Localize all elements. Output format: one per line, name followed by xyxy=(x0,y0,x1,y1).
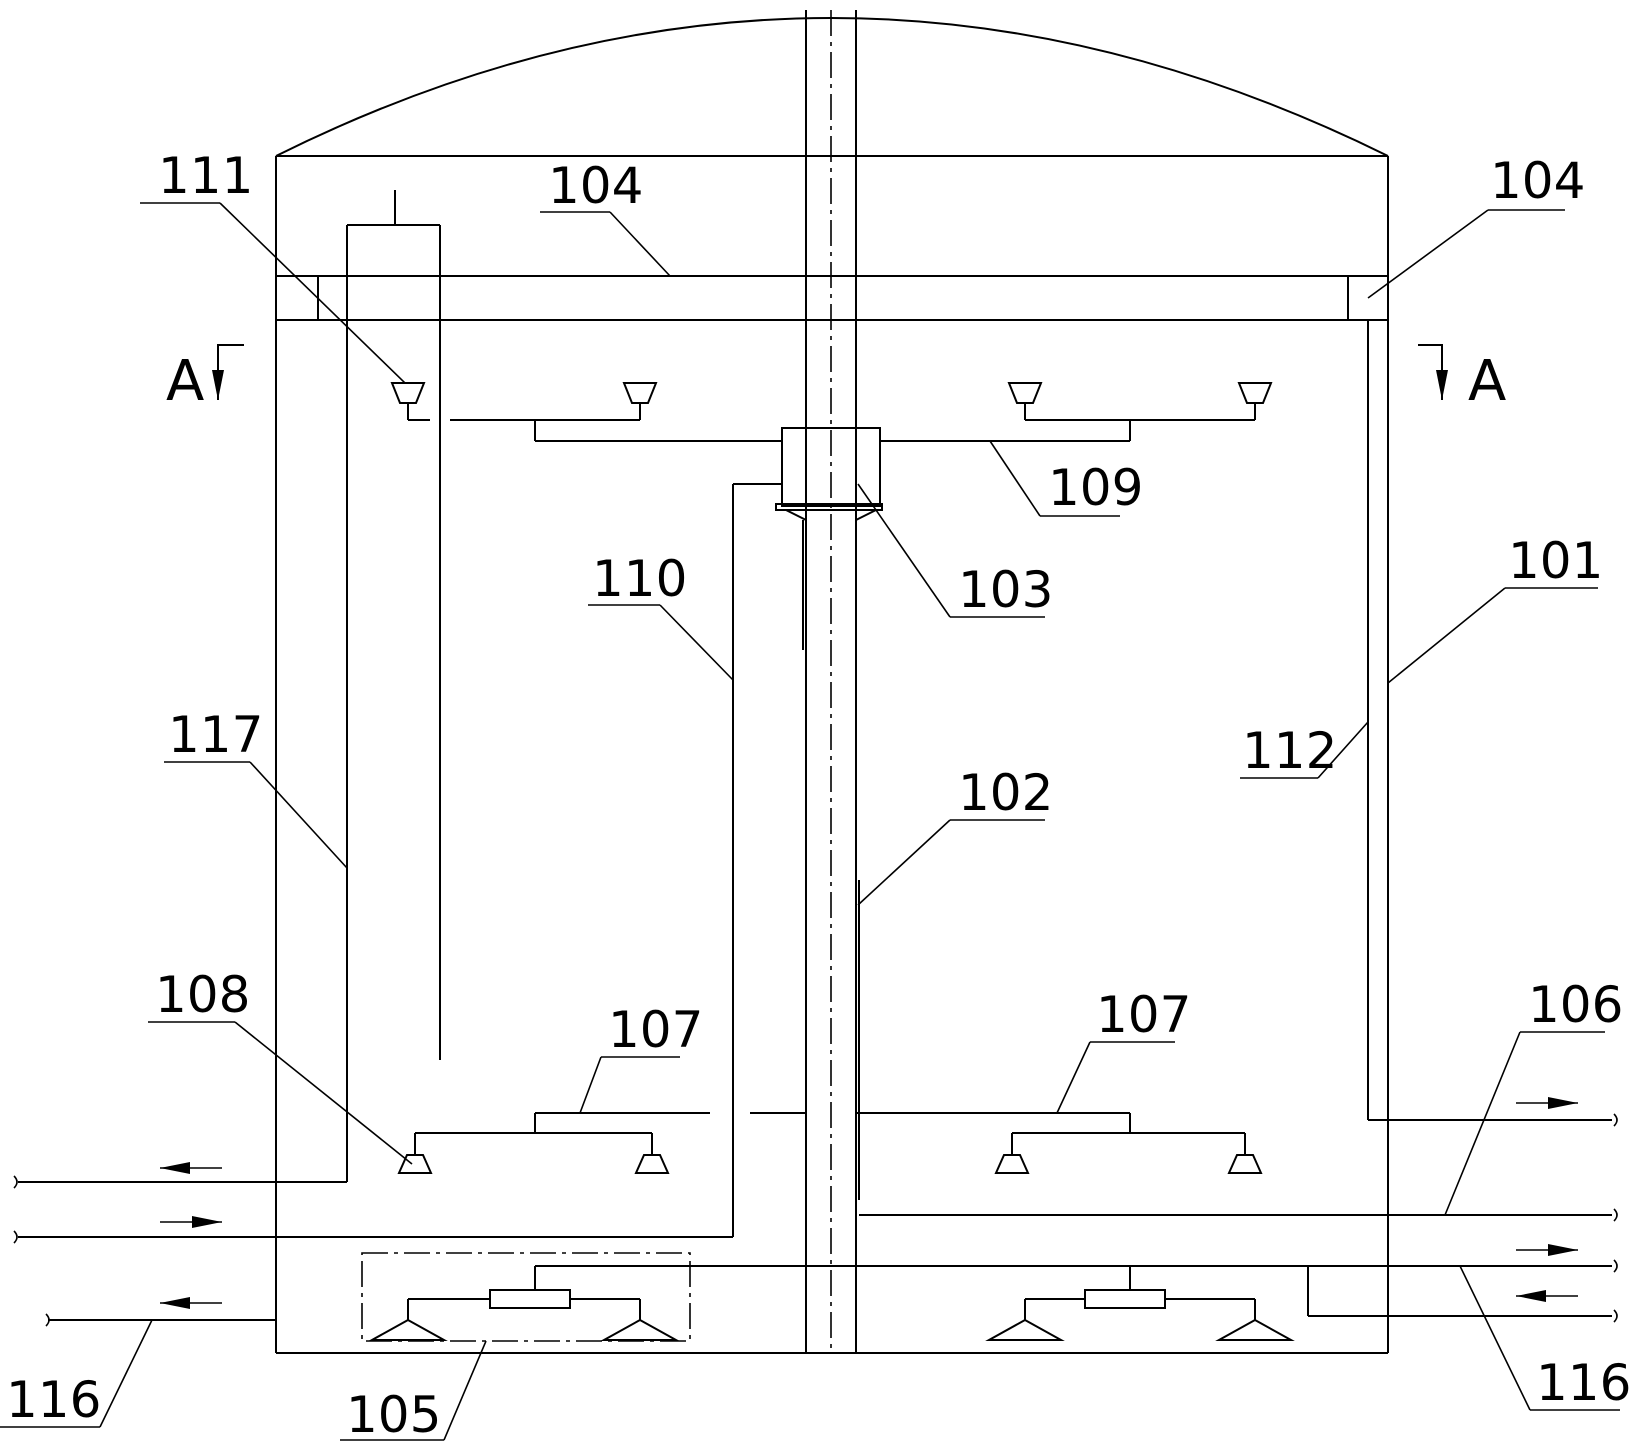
label-104-right: 104 xyxy=(1490,152,1585,210)
label-102: 102 xyxy=(958,764,1053,822)
arrow-right-icon xyxy=(1548,1097,1578,1109)
label-107-left: 107 xyxy=(608,1001,703,1059)
pipe-break-marks xyxy=(13,1113,1618,1327)
central-column xyxy=(802,10,860,1353)
aeration-units xyxy=(361,1252,1612,1342)
pipe-110 xyxy=(18,483,782,1238)
label-117: 117 xyxy=(168,706,263,764)
arrow-left-icon xyxy=(160,1162,190,1174)
arrow-left-icon xyxy=(160,1297,190,1309)
rotary-joint xyxy=(775,427,883,521)
pipe-116 xyxy=(48,1266,1612,1321)
section-label-left: A xyxy=(166,349,204,414)
arrow-left-icon xyxy=(1516,1290,1546,1302)
tank-shell xyxy=(275,17,1389,1354)
label-104-left: 104 xyxy=(548,157,643,215)
label-109: 109 xyxy=(1048,459,1143,517)
upper-spray-manifold xyxy=(390,382,1273,442)
label-105: 105 xyxy=(346,1386,441,1444)
lower-spray-manifold xyxy=(397,1112,1263,1174)
pipe-112 xyxy=(1367,320,1612,1121)
section-markers: A A xyxy=(166,344,1506,414)
dome-roof xyxy=(275,17,1389,157)
leader-lines xyxy=(0,202,1620,1441)
label-101: 101 xyxy=(1508,532,1603,590)
label-108: 108 xyxy=(155,966,250,1024)
label-110: 110 xyxy=(592,550,687,608)
label-112: 112 xyxy=(1242,722,1337,780)
top-beam xyxy=(276,275,1388,321)
label-103: 103 xyxy=(958,561,1053,619)
label-111: 111 xyxy=(158,147,253,205)
section-label-right: A xyxy=(1468,349,1506,414)
arrow-right-icon xyxy=(192,1216,222,1228)
part-labels: 111 104 104 109 103 110 101 117 112 102 … xyxy=(6,147,1630,1444)
label-107-right: 107 xyxy=(1096,986,1191,1044)
pipe-117 xyxy=(18,190,441,1183)
flow-arrows xyxy=(160,1097,1578,1309)
label-106: 106 xyxy=(1528,976,1623,1034)
label-116-left: 116 xyxy=(6,1371,101,1429)
label-116-right: 116 xyxy=(1536,1354,1630,1412)
arrow-right-icon xyxy=(1548,1244,1578,1256)
